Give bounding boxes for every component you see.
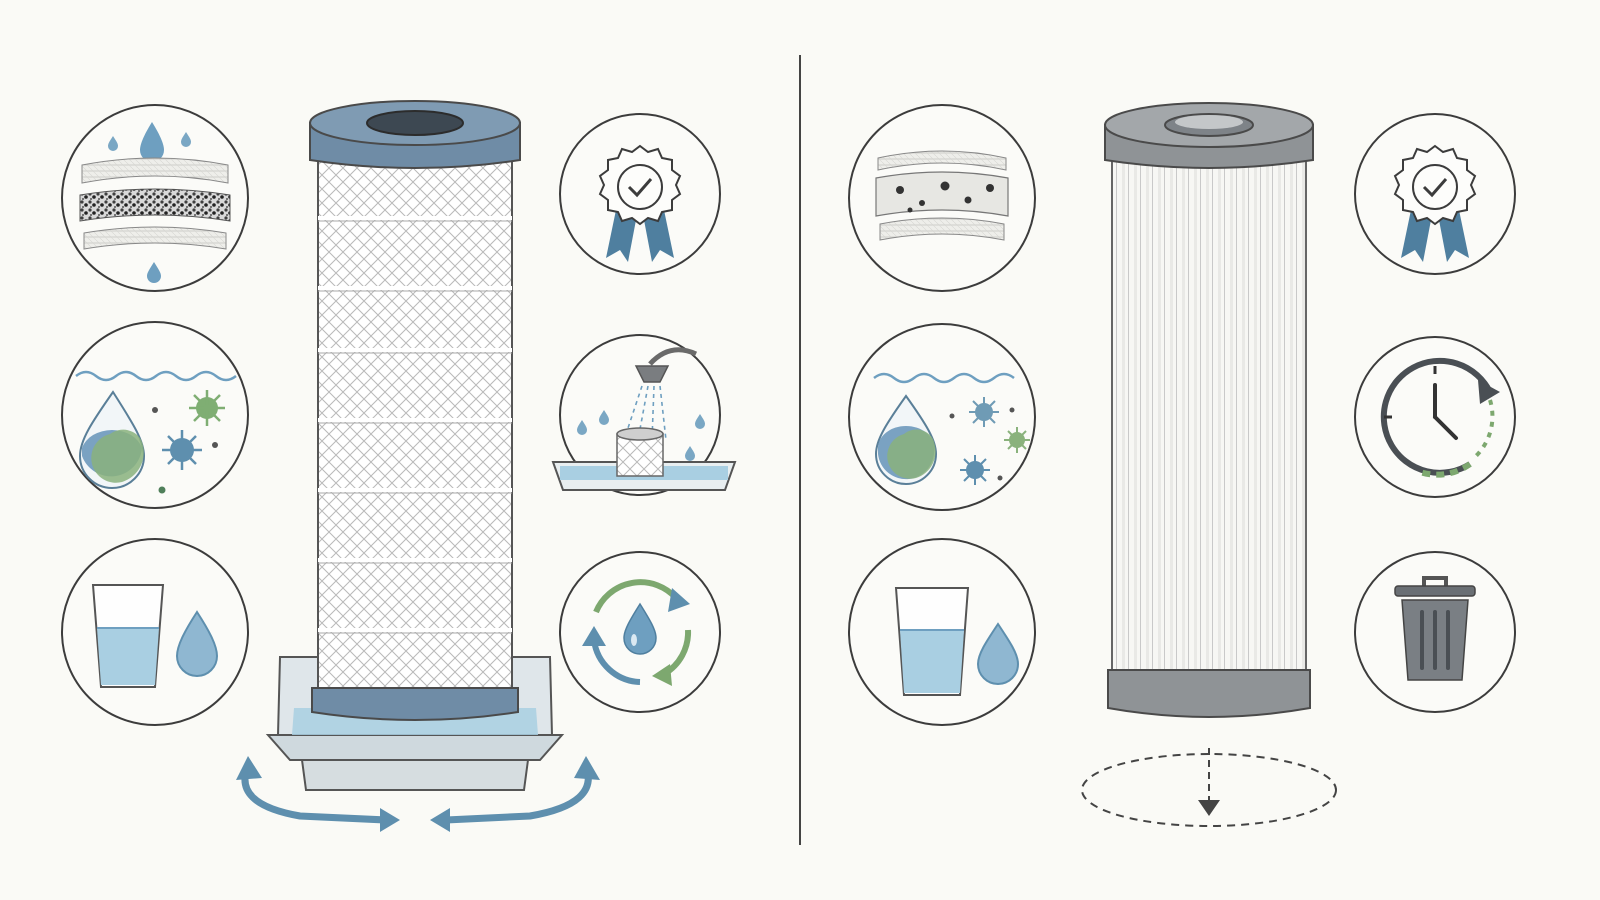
clean-water-glass-icon [848,538,1036,726]
rotate-arrows [236,756,600,832]
contaminants-removal-icon [848,323,1036,511]
replacement-timer-icon [1354,336,1516,498]
layered-filter-media-icon [848,104,1036,292]
contaminants-removal-icon [61,321,249,509]
clean-water-glass-icon [61,538,249,726]
reusable-mesh-cartridge [309,100,521,721]
quality-award-badge-icon [559,113,721,275]
trash-can-icon [1354,551,1516,713]
layered-filter-media-icon [61,104,249,292]
dashed-drop-outline [1081,748,1337,827]
reuse-cycle-icon [559,551,721,713]
pleated-disposable-cartridge [1104,102,1314,718]
right-panel [848,102,1516,827]
rinse-under-shower-icon [551,334,737,496]
left-panel [61,100,737,832]
quality-award-badge-icon [1354,113,1516,275]
